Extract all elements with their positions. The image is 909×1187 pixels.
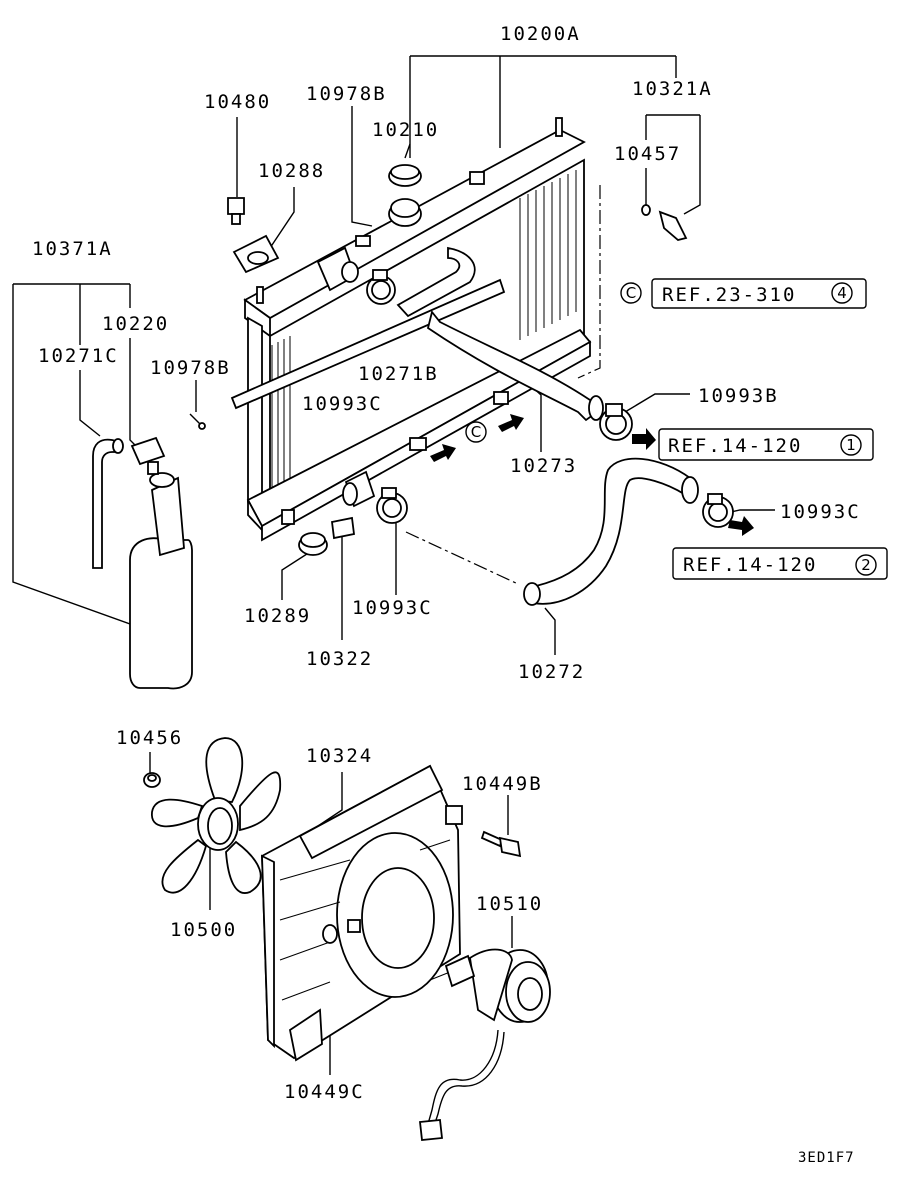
drain-cock-10322 xyxy=(331,516,355,540)
label-10273: 10273 xyxy=(510,455,577,477)
nut-10456 xyxy=(143,772,161,788)
c-marker-mid-circle xyxy=(465,421,487,443)
reference-boxes: C REF.23-310 4 C REF.14-120 1 REF.14-120… xyxy=(465,278,888,580)
diagram-code: 3ED1F7 xyxy=(798,1150,855,1166)
label-10510: 10510 xyxy=(476,893,543,915)
hose-clamp-10993C-right xyxy=(702,493,734,528)
c-marker-top: C xyxy=(626,284,636,302)
label-10271C: 10271C xyxy=(38,345,119,367)
fan-motor-10510 xyxy=(419,948,551,1141)
label-10500: 10500 xyxy=(170,919,237,941)
ref-box-23-310 xyxy=(651,278,867,309)
label-10322: 10322 xyxy=(306,648,373,670)
bushing-10289 xyxy=(298,532,328,556)
label-10210: 10210 xyxy=(372,119,439,141)
hose-clamp-10993B xyxy=(599,403,633,441)
lower-hose-10272 xyxy=(523,457,699,606)
ref-14-120-2-num: 2 xyxy=(861,556,871,574)
label-10449C: 10449C xyxy=(284,1081,365,1103)
ref-14-120-1-text: REF.14-120 xyxy=(668,435,802,457)
label-10993C-right: 10993C xyxy=(780,501,861,523)
label-10288: 10288 xyxy=(258,160,325,182)
hose-clamp-10993C-bottom xyxy=(376,487,408,524)
bolt-10449C xyxy=(322,924,338,944)
label-10993B: 10993B xyxy=(698,385,779,407)
drain-plug-10321A xyxy=(641,204,688,241)
tank-cap-10220 xyxy=(130,436,166,475)
part-labels: 10200A 10321A 10480 10978B 10210 10457 1… xyxy=(32,23,861,1103)
ref-23-310-num: 4 xyxy=(837,284,847,302)
ref-box-14-120-1 xyxy=(658,428,874,461)
label-10371A: 10371A xyxy=(32,238,113,260)
label-10220: 10220 xyxy=(102,313,169,335)
label-10978B-top: 10978B xyxy=(306,83,387,105)
radiator-10200A xyxy=(230,117,604,542)
radiator-cap-10210 xyxy=(388,164,422,187)
flow-arrows xyxy=(430,414,754,536)
label-10289: 10289 xyxy=(244,605,311,627)
label-10271B: 10271B xyxy=(358,363,439,385)
bolt-10449B xyxy=(480,830,522,858)
label-10200A: 10200A xyxy=(500,23,581,45)
label-10456: 10456 xyxy=(116,727,183,749)
c-marker-mid: C xyxy=(471,423,481,441)
clip-10978B xyxy=(189,413,206,430)
label-10993C-top: 10993C xyxy=(302,393,383,415)
reserve-tank-10371A xyxy=(129,472,193,690)
mount-bracket-10288 xyxy=(232,234,280,274)
label-10993C-bottom: 10993C xyxy=(352,597,433,619)
label-10480: 10480 xyxy=(204,91,271,113)
overflow-hose-10271C xyxy=(92,438,124,569)
ref-23-310-text: REF.23-310 xyxy=(662,284,796,306)
bolt-10480 xyxy=(227,197,245,225)
hose-clamp-10993C-top xyxy=(366,269,396,305)
label-10272: 10272 xyxy=(518,661,585,683)
label-10324: 10324 xyxy=(306,745,373,767)
ref-14-120-2-text: REF.14-120 xyxy=(683,554,817,576)
label-10321A: 10321A xyxy=(632,78,713,100)
ref-box-14-120-2 xyxy=(672,547,888,580)
label-10457: 10457 xyxy=(614,143,681,165)
label-10449B: 10449B xyxy=(462,773,543,795)
c-marker-top-circle xyxy=(620,282,642,304)
fan-blade-10500 xyxy=(151,737,282,894)
label-10978B-left: 10978B xyxy=(150,357,231,379)
ref-14-120-1-num: 1 xyxy=(846,436,856,454)
fan-shroud-10324 xyxy=(261,764,463,1062)
